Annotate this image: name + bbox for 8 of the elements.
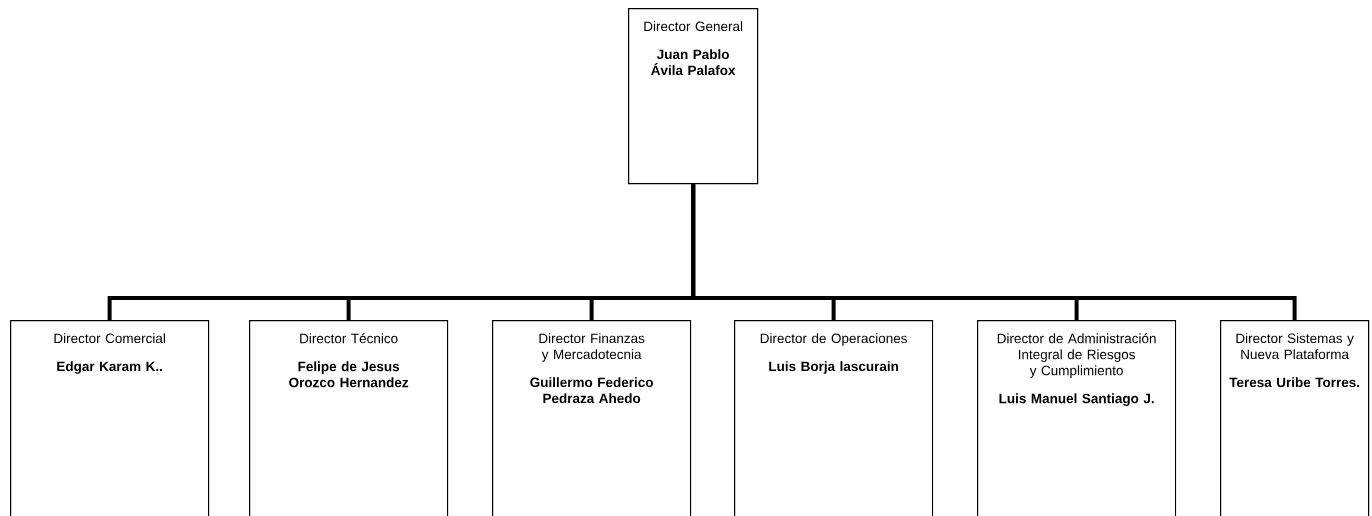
org-box: Director de Operaciones Luis Borja lascurain <box>734 320 934 516</box>
org-box: Director Sistemas y Nueva Plataforma Teresa Uribe Torres. <box>1220 320 1370 516</box>
org-box: Director Técnico Felipe de Jesus Orozco Hernandez <box>249 320 449 516</box>
org-box: Director General Juan Pablo Ávila Palafox <box>628 8 759 185</box>
org-box: Director Comercial Edgar Karam K.. <box>10 320 210 516</box>
org-box: Director de Administración Integral de Riesgos y Cumplimiento Luis Manuel Santiago J. <box>977 320 1177 516</box>
connector-line <box>691 184 1297 320</box>
org-box: Director Finanzas y Mercadotecnia Guillermo Federico Pedraza Ahedo <box>492 320 692 516</box>
